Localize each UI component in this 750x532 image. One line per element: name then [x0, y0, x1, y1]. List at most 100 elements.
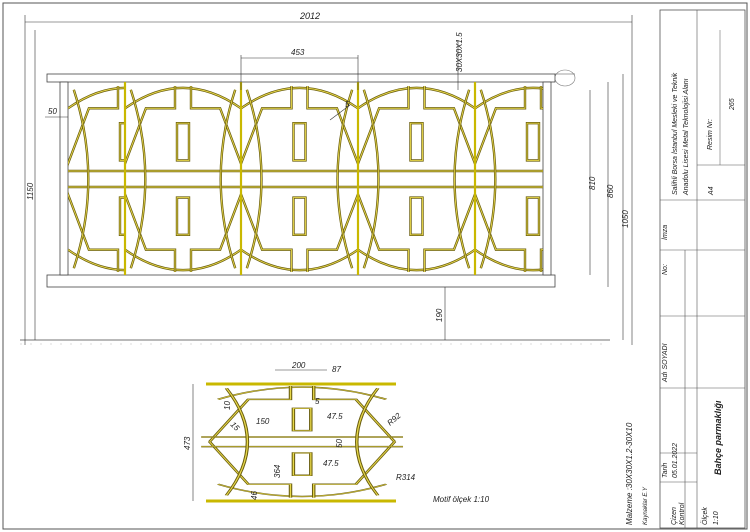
- motif-stroke: [189, 190, 241, 272]
- label-imza: İmza: [661, 225, 669, 240]
- motif-stroke: [311, 441, 397, 498]
- scale-value: 1:10: [713, 511, 720, 525]
- motif-stroke: [217, 386, 387, 400]
- motif-stroke: [475, 190, 527, 272]
- motif-stroke: [525, 122, 541, 162]
- motif-stroke: [119, 197, 125, 236]
- dim-bay-width: 453: [291, 48, 305, 57]
- motif-stroke: [475, 87, 543, 109]
- motif-stroke: [125, 87, 241, 109]
- motif-stroke: [291, 452, 313, 477]
- railing-motif: [475, 86, 586, 272]
- railing-elevation: [46, 69, 586, 288]
- motif-stroke: [424, 86, 475, 165]
- motif-stroke: [292, 122, 307, 162]
- motif-stroke: [293, 122, 306, 161]
- motif-stroke: [241, 190, 293, 272]
- label-tarih: Tarih: [662, 463, 669, 478]
- motif-row: [68, 86, 586, 272]
- motif-stroke: [291, 407, 313, 432]
- motif-stroke: [307, 193, 358, 272]
- dim-364: 364: [273, 464, 282, 478]
- motif-stroke: [125, 190, 177, 272]
- motif-stroke: [363, 89, 379, 269]
- motif-stroke: [176, 197, 190, 236]
- motif-stroke: [424, 193, 475, 272]
- motif-stroke: [125, 170, 241, 188]
- motif-stroke: [306, 190, 358, 272]
- dim-r314: R314: [396, 473, 416, 482]
- source-note: Kaynaklar E.Y: [643, 486, 649, 525]
- elevation-dimensions: 2012 453 30X30X1.5 50 5 1150 1050 860 81…: [24, 11, 633, 345]
- break-symbol: [554, 69, 576, 87]
- motif-stroke: [190, 86, 241, 165]
- motif-stroke: [313, 386, 396, 442]
- motif-stroke: [176, 122, 190, 161]
- motif-stroke: [125, 86, 176, 165]
- paper-size: A4: [708, 186, 715, 196]
- motif-stroke: [164, 90, 179, 269]
- motif-stroke: [225, 388, 249, 496]
- motif-stroke: [246, 89, 262, 269]
- motif-stroke: [292, 408, 312, 431]
- motif-stroke: [313, 441, 396, 498]
- dim-height-810: 810: [588, 176, 597, 190]
- motif-stroke: [241, 249, 358, 271]
- motif-stroke: [208, 386, 292, 442]
- motif-stroke: [480, 89, 496, 269]
- dim-50: 50: [335, 439, 344, 448]
- motif-stroke: [454, 89, 470, 269]
- dim-46: 46: [250, 491, 259, 500]
- bottom-rail: [46, 274, 556, 288]
- motif-stroke: [423, 86, 475, 168]
- motif-stroke: [358, 170, 475, 188]
- date-value: 05.01.2022: [672, 443, 679, 478]
- motif-stroke: [125, 193, 176, 272]
- dim-overall-width: 2012: [299, 11, 320, 21]
- school-line-2: Anadolu Lisesi Metal Teknolojisi Alanı: [683, 78, 690, 196]
- label-cizen: Çizen: [671, 507, 678, 525]
- motif-stroke: [241, 86, 293, 168]
- dim-47-5-top: 47.5: [327, 412, 343, 421]
- motif-stroke: [358, 87, 475, 109]
- motif-stroke: [68, 190, 120, 272]
- dim-150: 150: [256, 417, 270, 426]
- motif-stroke: [306, 86, 358, 168]
- dim-87: 87: [332, 365, 341, 374]
- label-no: No:: [662, 264, 669, 275]
- dim-200: 200: [291, 361, 306, 370]
- motif-stroke: [207, 386, 293, 443]
- motif-stroke: [307, 86, 358, 165]
- motif-stroke: [311, 386, 397, 443]
- motif-stroke: [293, 197, 306, 236]
- motif-stroke: [241, 193, 292, 272]
- dim-5: 5: [315, 397, 320, 406]
- motif-stroke: [73, 89, 89, 269]
- motif-stroke: [409, 122, 424, 162]
- motif-stroke: [292, 196, 307, 236]
- motif-stroke: [68, 86, 120, 168]
- detail-motif: [201, 386, 404, 498]
- dim-15: 15: [229, 420, 242, 433]
- motif-stroke: [571, 90, 586, 269]
- label-resim-nr: Resim Nr:: [707, 119, 714, 150]
- left-post: [59, 81, 69, 276]
- motif-stroke: [241, 87, 358, 109]
- drawing-number: 265: [729, 98, 736, 111]
- motif-stroke: [220, 89, 236, 269]
- motif-stroke: [130, 89, 146, 269]
- motif-stroke: [525, 196, 541, 236]
- vertical-bars: [123, 82, 477, 275]
- motif-stroke: [358, 86, 410, 168]
- label-kontrol: Kontrol: [679, 502, 686, 525]
- motif-stroke: [540, 249, 543, 272]
- material-note: Malzeme :30X30X1.2-30X10: [625, 422, 634, 525]
- dim-473: 473: [183, 436, 192, 450]
- railing-motif: [358, 86, 475, 272]
- motif-stroke: [358, 169, 475, 189]
- motif-stroke: [164, 90, 179, 269]
- motif-stroke: [119, 122, 125, 161]
- motif-stroke: [241, 86, 292, 165]
